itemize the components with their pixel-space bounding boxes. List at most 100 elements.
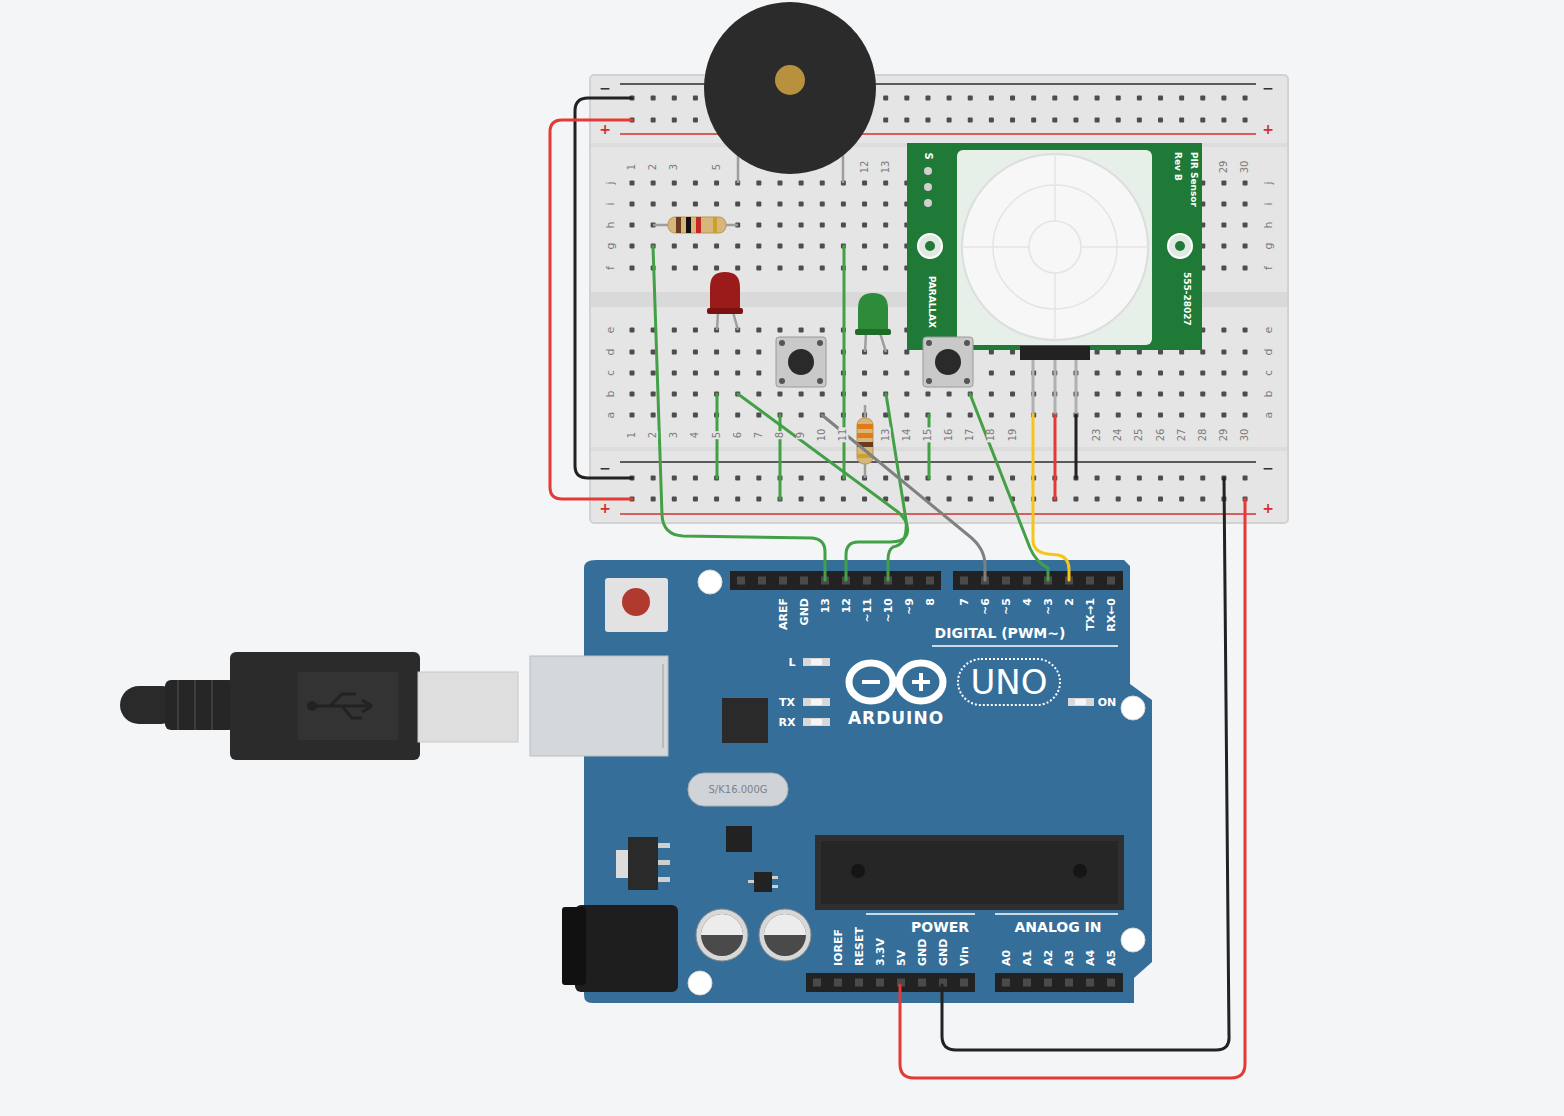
breadboard-hole	[883, 266, 888, 271]
breadboard-hole	[1179, 392, 1184, 397]
breadboard-hole	[799, 181, 804, 186]
breadboard-hole	[1221, 413, 1226, 418]
header-pin	[834, 979, 842, 987]
breadboard-hole	[672, 392, 677, 397]
breadboard-hole	[968, 497, 973, 502]
jumper-wires	[970, 394, 1048, 580]
breadboard-hole	[820, 392, 825, 397]
breadboard-hole	[1116, 476, 1121, 481]
breadboard-hole	[1179, 118, 1184, 123]
breadboard-hole	[1158, 476, 1163, 481]
column-number: 15	[923, 428, 933, 443]
breadboard-hole	[1158, 413, 1163, 418]
piezo-buzzer	[704, 2, 876, 174]
breadboard-hole	[756, 371, 761, 376]
led-symbol	[880, 333, 886, 352]
pir-sensor	[1054, 273, 1056, 340]
header-pin	[918, 979, 926, 987]
arduino-board	[562, 907, 586, 985]
breadboard-hole	[989, 497, 994, 502]
led-label: TX	[779, 697, 795, 708]
breadboard-hole	[1200, 413, 1205, 418]
breadboard-hole	[672, 350, 677, 355]
arduino-board	[851, 864, 865, 878]
pir-sensor	[925, 241, 935, 251]
resistor-symbol	[857, 418, 873, 464]
row-letter: b	[1263, 390, 1274, 399]
pin-label: 12	[841, 598, 852, 613]
arduino-board	[803, 698, 830, 706]
breadboard-hole	[841, 223, 846, 228]
breadboard-hole	[1243, 223, 1248, 228]
breadboard-hole	[672, 202, 677, 207]
breadboard-hole	[904, 118, 909, 123]
piezo-buzzer	[704, 2, 876, 183]
arduino-board	[995, 913, 1118, 915]
pin-label: 4	[1022, 598, 1033, 606]
arduino-board	[849, 663, 893, 701]
column-number: 2	[648, 431, 658, 439]
pin-label: ~9	[904, 598, 915, 615]
breadboard-hole	[735, 350, 740, 355]
rail-sign: −	[598, 81, 612, 95]
breadboard-hole	[714, 244, 719, 249]
row-letter: i	[1263, 201, 1274, 206]
arduino-board	[953, 571, 1123, 590]
pin-label: RESET	[854, 927, 865, 966]
arduino-board	[722, 698, 768, 743]
breadboard-hole	[630, 181, 635, 186]
breadboard-hole	[947, 96, 952, 101]
header-pin	[1002, 577, 1010, 585]
breadboard-hole	[1095, 476, 1100, 481]
breadboard-hole	[1010, 413, 1015, 418]
header-pin	[1023, 979, 1031, 987]
breadboard-hole	[947, 497, 952, 502]
resistor-symbol	[676, 217, 681, 233]
pin-label: ~10	[883, 598, 894, 623]
breadboard-hole	[989, 392, 994, 397]
breadboard-hole	[1243, 350, 1248, 355]
breadboard-hole	[672, 96, 677, 101]
column-number: 14	[902, 428, 912, 443]
breadboard-hole	[1137, 476, 1142, 481]
arduino-board	[530, 656, 668, 756]
arduino-board	[772, 885, 778, 888]
pir-sensor	[1020, 346, 1090, 360]
pin-label: 7	[959, 598, 970, 606]
resistor-symbol	[668, 217, 726, 233]
breadboard-hole	[862, 223, 867, 228]
breadboard-hole	[1243, 118, 1248, 123]
breadboard-hole	[630, 244, 635, 249]
header-pin	[779, 577, 787, 585]
breadboard-hole	[672, 328, 677, 333]
column-number: 13	[881, 160, 891, 175]
breadboard-hole	[1243, 181, 1248, 186]
led-symbol	[710, 272, 740, 312]
breadboard-hole	[925, 392, 930, 397]
arduino-board	[628, 837, 658, 890]
breadboard-hole	[1137, 371, 1142, 376]
pin-label: A0	[1001, 950, 1012, 966]
pir-sensor	[1054, 352, 1057, 415]
breadboard-hole	[799, 413, 804, 418]
breadboard-hole	[1221, 223, 1226, 228]
breadboard-hole	[693, 181, 698, 186]
pushbutton	[926, 340, 932, 346]
breadboard-hole	[777, 392, 782, 397]
pushbutton	[935, 349, 961, 375]
breadboard-hole	[820, 244, 825, 249]
row-letter: a	[1263, 411, 1274, 420]
breadboard-hole	[1243, 244, 1248, 249]
pushbutton	[964, 378, 970, 384]
arduino-board	[688, 773, 788, 806]
led-symbol	[855, 329, 891, 335]
arduino-board	[1068, 698, 1094, 706]
breadboard-hole	[1010, 371, 1015, 376]
column-number: 8	[775, 431, 785, 439]
breadboard-hole	[1095, 350, 1100, 355]
breadboard-hole	[630, 202, 635, 207]
breadboard-hole	[777, 328, 782, 333]
breadboard-hole	[1095, 413, 1100, 418]
row-letter: j	[605, 180, 616, 185]
led-symbol	[707, 272, 743, 330]
